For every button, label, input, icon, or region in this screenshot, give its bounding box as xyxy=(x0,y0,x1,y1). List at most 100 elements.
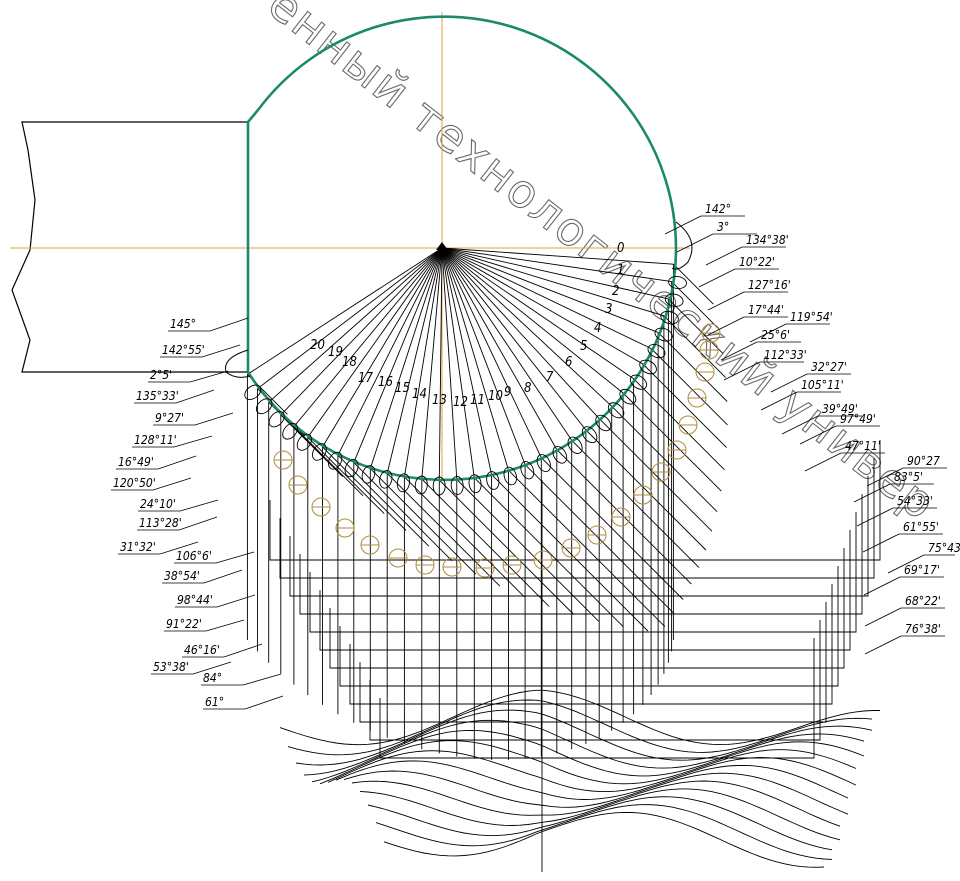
angle-label-text: 84° xyxy=(203,671,222,685)
development-diagonal xyxy=(307,436,385,514)
leader-line xyxy=(799,425,837,445)
angle-label-text: 16°49' xyxy=(118,455,154,469)
scallop xyxy=(268,411,285,428)
left-angle-label: 38°54' xyxy=(162,569,243,584)
development-wave xyxy=(295,709,873,766)
radial-ray xyxy=(441,247,613,407)
radial-ray xyxy=(307,247,443,438)
leader-line xyxy=(862,533,900,553)
development-step xyxy=(319,530,851,651)
angle-label-text: 97°49' xyxy=(840,412,876,426)
scallop xyxy=(639,359,657,375)
leader-line xyxy=(159,541,199,555)
development-step xyxy=(379,638,815,759)
right-angle-label: 83°5' xyxy=(853,470,934,503)
radial-ray xyxy=(403,247,443,477)
scallop xyxy=(296,433,312,451)
development-step xyxy=(329,548,845,669)
ray-number: 9 xyxy=(504,385,511,400)
right-angle-label: 61°55' xyxy=(862,520,943,553)
angle-label-text: 32°27' xyxy=(811,360,847,374)
ray-number: 10 xyxy=(488,389,503,404)
scallop xyxy=(468,474,482,494)
left-angle-label: 46°16' xyxy=(182,643,263,658)
development-diagonal xyxy=(598,418,713,532)
ray-number: 19 xyxy=(328,345,343,360)
development-step xyxy=(289,476,869,597)
radial-rays xyxy=(247,247,674,481)
leader-line xyxy=(215,551,255,564)
development-diagonal xyxy=(540,457,684,600)
ray-number: 1 xyxy=(617,263,624,278)
radial-ray xyxy=(441,247,674,265)
ray-number: 4 xyxy=(594,321,601,336)
development-diagonal xyxy=(611,405,718,513)
leader-line xyxy=(760,391,798,411)
development-diagonal xyxy=(673,263,714,305)
leader-line xyxy=(194,412,234,426)
scallop xyxy=(660,310,679,325)
leader-line xyxy=(201,344,241,358)
left-angle-label: 142°55' xyxy=(160,343,241,358)
leader-line xyxy=(244,695,284,710)
ray-number: 11 xyxy=(470,393,485,408)
right-end-arc xyxy=(671,221,693,270)
radial-ray xyxy=(441,247,665,317)
leader-line xyxy=(203,569,243,584)
ray-number: 13 xyxy=(432,393,447,408)
ray-number: 7 xyxy=(546,370,554,385)
development-step xyxy=(339,566,839,687)
radial-ray xyxy=(441,247,659,333)
ray-number: 0 xyxy=(617,241,624,256)
shaft xyxy=(11,121,248,373)
ray-number: 15 xyxy=(395,381,410,396)
angle-label-text: 142°55' xyxy=(162,343,205,357)
angle-label-text: 38°54' xyxy=(164,569,200,583)
development-diagonal xyxy=(353,462,453,562)
scallop xyxy=(520,461,535,480)
right-angle-label: 112°33' xyxy=(723,348,807,381)
leader-line xyxy=(856,507,894,527)
leader-line xyxy=(720,341,758,361)
radial-ray xyxy=(441,247,587,431)
radial-ray xyxy=(280,247,443,416)
scallop xyxy=(607,402,625,419)
development-wave xyxy=(327,750,857,793)
angle-label-text: 10°22' xyxy=(739,255,775,269)
right-angle-label: 3° xyxy=(676,220,757,253)
radial-ray xyxy=(441,247,672,283)
angle-label-text: 112°33' xyxy=(764,348,807,362)
leader-line xyxy=(157,455,197,470)
radial-ray xyxy=(441,247,558,450)
radial-ray xyxy=(441,247,634,380)
development-wave xyxy=(319,740,857,785)
scallop xyxy=(361,465,376,484)
development-wave xyxy=(367,796,833,851)
development-diagonal xyxy=(491,474,649,632)
leader-line xyxy=(804,452,842,472)
right-angle-label: 134°38' xyxy=(705,233,789,266)
leader-line xyxy=(749,323,787,343)
right-angle-label: 142° xyxy=(664,202,745,235)
ray-number: 6 xyxy=(565,355,572,370)
scallop xyxy=(328,451,343,470)
angle-label-text: 75°43' xyxy=(928,541,960,555)
cam-outline xyxy=(246,15,678,482)
scallop xyxy=(619,388,637,405)
angle-label-text: 68°22' xyxy=(905,594,941,608)
leader-line xyxy=(707,291,745,311)
radial-ray xyxy=(441,247,624,394)
development-diagonal xyxy=(421,478,550,607)
radial-ray xyxy=(441,247,669,300)
radial-ray xyxy=(441,247,509,471)
left-angle-label: 120°50' xyxy=(111,476,192,491)
scallop xyxy=(536,454,551,473)
development-step xyxy=(369,620,821,741)
ray-number: 8 xyxy=(524,381,531,396)
development-step xyxy=(269,440,881,561)
radial-ray xyxy=(322,247,443,448)
development-wave xyxy=(279,689,880,746)
angle-label-text: 128°11' xyxy=(134,433,177,447)
development-diagonal xyxy=(508,469,666,627)
